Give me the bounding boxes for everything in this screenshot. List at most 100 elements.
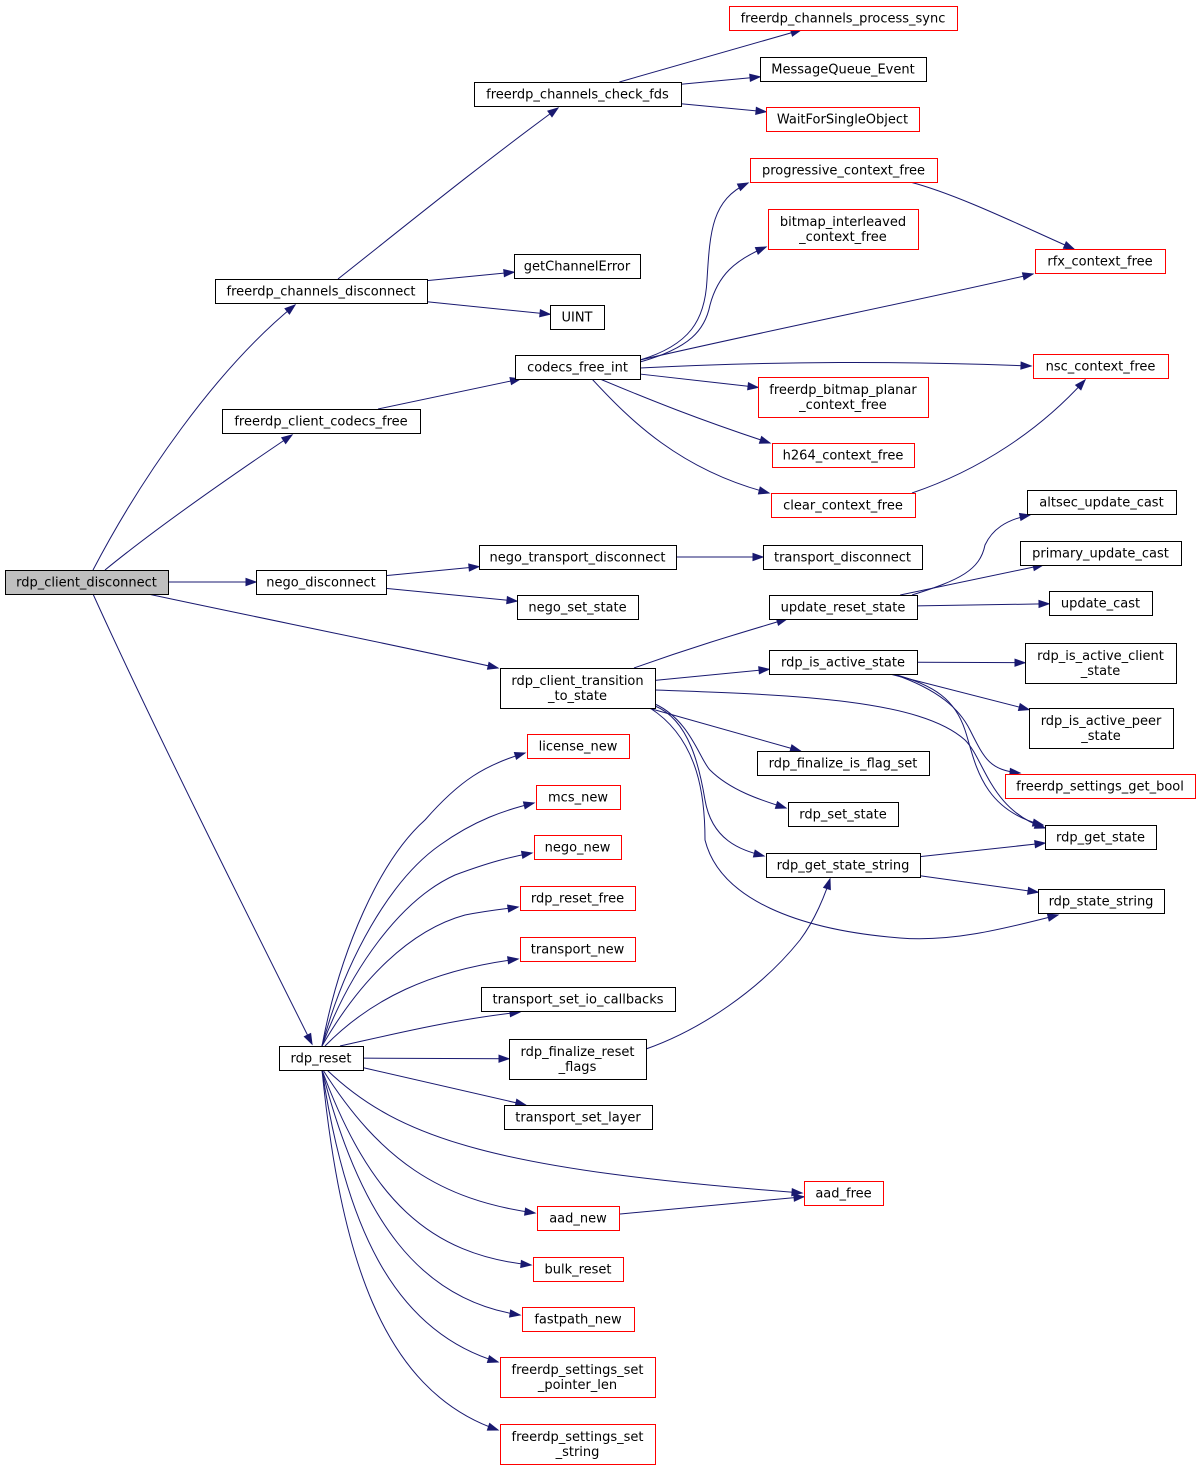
edge-rdp_client_disconnect-to-nego_disconnect <box>168 577 258 587</box>
node-h264-context-free[interactable]: h264_context_free <box>772 443 915 468</box>
node-rfx-context-free[interactable]: rfx_context_free <box>1035 249 1166 274</box>
node-rdp-is-active-state[interactable]: rdp_is_active_state <box>769 650 918 675</box>
call-edges <box>92 28 1087 1431</box>
node-label: codecs_free_int <box>527 361 628 376</box>
edge-codecs_free_int-to-nsc_context_free <box>639 361 1033 370</box>
edge-rdp_reset-to-fastpath_new <box>321 1069 522 1318</box>
node-freerdp-settings-set-pointer-len[interactable]: freerdp_settings_set_pointer_len <box>500 1357 656 1398</box>
node-rdp-finalize-is-flag-set[interactable]: rdp_finalize_is_flag_set <box>757 751 930 776</box>
node-rdp-reset[interactable]: rdp_reset <box>279 1046 364 1071</box>
node-box <box>520 937 636 962</box>
node-altsec-update-cast[interactable]: altsec_update_cast <box>1027 490 1177 515</box>
node-rdp-is-active-peer-state[interactable]: rdp_is_active_peer_state <box>1029 708 1174 749</box>
node-rdp-is-active-client-state[interactable]: rdp_is_active_client_state <box>1025 643 1177 684</box>
node-clear-context-free[interactable]: clear_context_free <box>771 493 916 518</box>
node-freerdp-client-codecs-free[interactable]: freerdp_client_codecs_free <box>222 409 421 434</box>
node-getChannelError[interactable]: getChannelError <box>514 254 641 279</box>
node-rdp-client-disconnect[interactable]: rdp_client_disconnect <box>5 570 169 595</box>
node-nego-disconnect[interactable]: nego_disconnect <box>256 570 387 595</box>
edge-progressive_context_free-to-rfx_context_free <box>909 181 1076 250</box>
node-freerdp-channels-disconnect[interactable]: freerdp_channels_disconnect <box>215 279 428 304</box>
node-freerdp-channels-check-fds[interactable]: freerdp_channels_check_fds <box>474 82 682 107</box>
node-label: transport_set_io_callbacks <box>492 993 663 1008</box>
node-box <box>1029 708 1174 749</box>
node-label: _pointer_len <box>537 1378 617 1393</box>
node-license-new[interactable]: license_new <box>527 734 630 759</box>
node-rdp-state-string[interactable]: rdp_state_string <box>1038 889 1165 914</box>
node-rdp-client-transition-to-state[interactable]: rdp_client_transition_to_state <box>500 668 656 709</box>
node-label: h264_context_free <box>783 449 904 464</box>
node-freerdp-settings-set-string[interactable]: freerdp_settings_set_string <box>500 1424 656 1465</box>
node-label: nego_new <box>545 841 611 856</box>
node-label: WaitForSingleObject <box>777 113 908 128</box>
node-label: progressive_context_free <box>762 164 925 179</box>
node-label: mcs_new <box>548 791 608 806</box>
edge-rdp_reset-to-freerdp_settings_set_string <box>321 1069 500 1431</box>
node-rdp-set-state[interactable]: rdp_set_state <box>788 802 899 827</box>
node-label: freerdp_client_codecs_free <box>234 415 407 430</box>
node-label: nego_transport_disconnect <box>490 551 666 566</box>
node-transport-set-layer[interactable]: transport_set_layer <box>504 1105 653 1130</box>
node-mcs-new[interactable]: mcs_new <box>536 785 621 810</box>
node-box <box>757 751 930 776</box>
node-box <box>222 409 421 434</box>
node-label: _context_free <box>798 398 887 413</box>
node-bulk-reset[interactable]: bulk_reset <box>533 1257 624 1282</box>
node-label: transport_set_layer <box>515 1111 641 1126</box>
node-rdp-finalize-reset-flags[interactable]: rdp_finalize_reset_flags <box>509 1039 647 1080</box>
node-box <box>772 443 915 468</box>
node-transport-new[interactable]: transport_new <box>520 937 636 962</box>
node-box <box>758 377 929 418</box>
node-rdp-reset-free[interactable]: rdp_reset_free <box>520 886 636 911</box>
node-update-cast[interactable]: update_cast <box>1049 591 1153 616</box>
node-label: freerdp_channels_process_sync <box>741 12 946 27</box>
edge-rdp_reset-to-transport_new <box>324 956 520 1047</box>
node-nego-set-state[interactable]: nego_set_state <box>517 595 639 620</box>
node-label: update_cast <box>1061 597 1140 612</box>
node-nsc-context-free[interactable]: nsc_context_free <box>1033 354 1169 379</box>
edge-nego_disconnect-to-nego_set_state <box>385 587 519 605</box>
node-label: getChannelError <box>524 260 631 275</box>
node-freerdp-channels-process-sync[interactable]: freerdp_channels_process_sync <box>729 6 958 31</box>
edge-rdp_reset-to-nego_new <box>321 850 534 1047</box>
node-label: _state <box>1080 729 1120 744</box>
node-aad-new[interactable]: aad_new <box>537 1206 620 1231</box>
node-nego-new[interactable]: nego_new <box>534 835 622 860</box>
node-nego-transport-disconnect[interactable]: nego_transport_disconnect <box>479 545 677 570</box>
node-freerdp-bitmap-planar-context-free[interactable]: freerdp_bitmap_planar_context_free <box>758 377 929 418</box>
node-label: freerdp_settings_set <box>512 1430 644 1445</box>
edge-rdp_reset-to-aad_new <box>322 1069 537 1216</box>
node-box <box>1005 774 1196 799</box>
node-rdp-get-state[interactable]: rdp_get_state <box>1045 825 1157 850</box>
node-transport-set-io-callbacks[interactable]: transport_set_io_callbacks <box>481 987 676 1012</box>
node-fastpath-new[interactable]: fastpath_new <box>522 1307 635 1332</box>
node-box <box>763 545 923 570</box>
node-box <box>481 987 676 1012</box>
node-label: rdp_reset <box>290 1052 351 1067</box>
node-box <box>550 305 605 330</box>
node-label: UINT <box>561 311 592 326</box>
node-freerdp-settings-get-bool[interactable]: freerdp_settings_get_bool <box>1005 774 1196 799</box>
node-rdp-get-state-string[interactable]: rdp_get_state_string <box>766 853 921 878</box>
node-progressive-context-free[interactable]: progressive_context_free <box>750 158 938 183</box>
node-bitmap-interleaved-context-free[interactable]: bitmap_interleaved_context_free <box>768 209 919 250</box>
node-label: rdp_is_active_peer <box>1041 714 1162 729</box>
node-label: rdp_client_transition <box>511 674 643 689</box>
node-label: clear_context_free <box>783 499 903 514</box>
node-MessageQueue-Event[interactable]: MessageQueue_Event <box>760 57 927 82</box>
node-aad-free[interactable]: aad_free <box>804 1181 884 1206</box>
edge-rdp_reset-to-transport_set_io_callbacks <box>339 1009 522 1047</box>
node-label: aad_new <box>549 1212 607 1227</box>
node-WaitForSingleObject[interactable]: WaitForSingleObject <box>766 107 920 132</box>
node-codecs-free-int[interactable]: codecs_free_int <box>515 355 641 380</box>
node-transport-disconnect[interactable]: transport_disconnect <box>763 545 923 570</box>
edge-codecs_free_int-to-h264_context_free <box>599 378 772 444</box>
node-update-reset-state[interactable]: update_reset_state <box>769 595 918 620</box>
node-label: freerdp_settings_get_bool <box>1016 780 1184 795</box>
node-label: fastpath_new <box>534 1313 622 1328</box>
edge-update_reset_state-to-altsec_update_cast <box>911 512 1032 596</box>
node-UINT[interactable]: UINT <box>550 305 605 330</box>
edge-rdp_is_active_state-to-rdp_get_state <box>892 673 1045 827</box>
node-primary-update-cast[interactable]: primary_update_cast <box>1020 541 1182 566</box>
edge-rdp_finalize_reset_flags-to-rdp_get_state_string <box>645 877 831 1050</box>
